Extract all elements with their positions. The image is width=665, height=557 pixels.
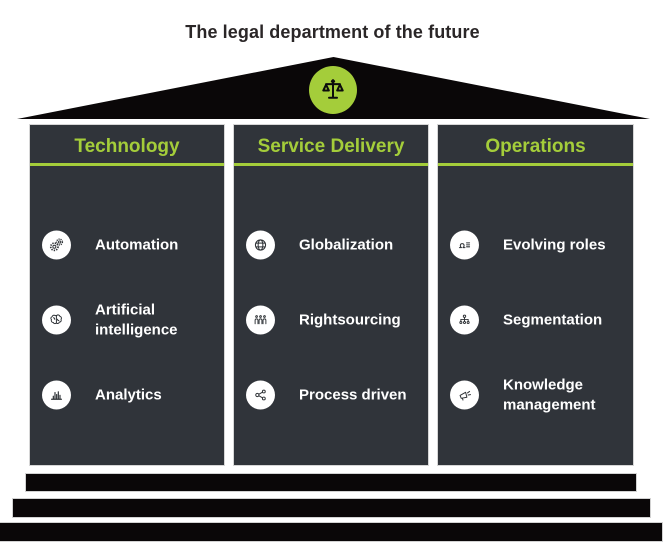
- megaphone-icon: [450, 380, 479, 410]
- temple-step-middle: [13, 499, 650, 517]
- pillar-item-label: Automation: [95, 236, 179, 254]
- scales-badge: [309, 66, 357, 114]
- pillar-item: Evolving roles: [450, 230, 627, 260]
- pillar-item: Analytics: [42, 380, 218, 410]
- page-title: The legal department of the future: [185, 22, 480, 42]
- pillar-header: Technology: [30, 125, 224, 166]
- globe-icon: [246, 230, 275, 260]
- pillar-item-label: Segmentation: [503, 311, 603, 329]
- scales-of-justice-icon: [322, 79, 344, 99]
- pillar-item-label: Artificial intelligence: [95, 301, 178, 339]
- pillar-service-delivery: Service Delivery Globalization: [234, 125, 428, 465]
- pillar-item: Rightsourcing: [246, 305, 422, 335]
- pillar-technology: Technology Automation: [30, 125, 224, 465]
- pillar-item-label: Evolving roles: [503, 236, 606, 254]
- pillar-item: Automation: [42, 230, 218, 260]
- temple-step-top: [26, 474, 636, 491]
- brain-icon: [42, 305, 71, 335]
- pillar-item-label: Rightsourcing: [299, 311, 401, 329]
- share-network-icon: [246, 380, 275, 410]
- gears-icon: [42, 230, 71, 260]
- hierarchy-icon: [450, 305, 479, 335]
- pillar-item: Knowledge management: [450, 376, 627, 415]
- pillar-header: Service Delivery: [234, 125, 428, 166]
- pillar-header: Operations: [438, 125, 633, 166]
- pillar-item-label: Analytics: [95, 386, 162, 404]
- pillar-operations: Operations Evolving roles: [438, 125, 633, 465]
- pillar-item-label: Process driven: [299, 386, 407, 404]
- pillar-item: Artificial intelligence: [42, 301, 218, 340]
- people-icon: [246, 305, 275, 335]
- temple-step-bottom: [0, 523, 662, 541]
- pillar-item: Globalization: [246, 230, 422, 260]
- pillar-item-label: Knowledge management: [503, 376, 596, 414]
- pillar-item: Process driven: [246, 380, 422, 410]
- pillar-item-label: Globalization: [299, 236, 394, 254]
- pillar-item: Segmentation: [450, 305, 627, 335]
- bar-chart-icon: [42, 380, 71, 410]
- person-list-icon: [450, 230, 479, 260]
